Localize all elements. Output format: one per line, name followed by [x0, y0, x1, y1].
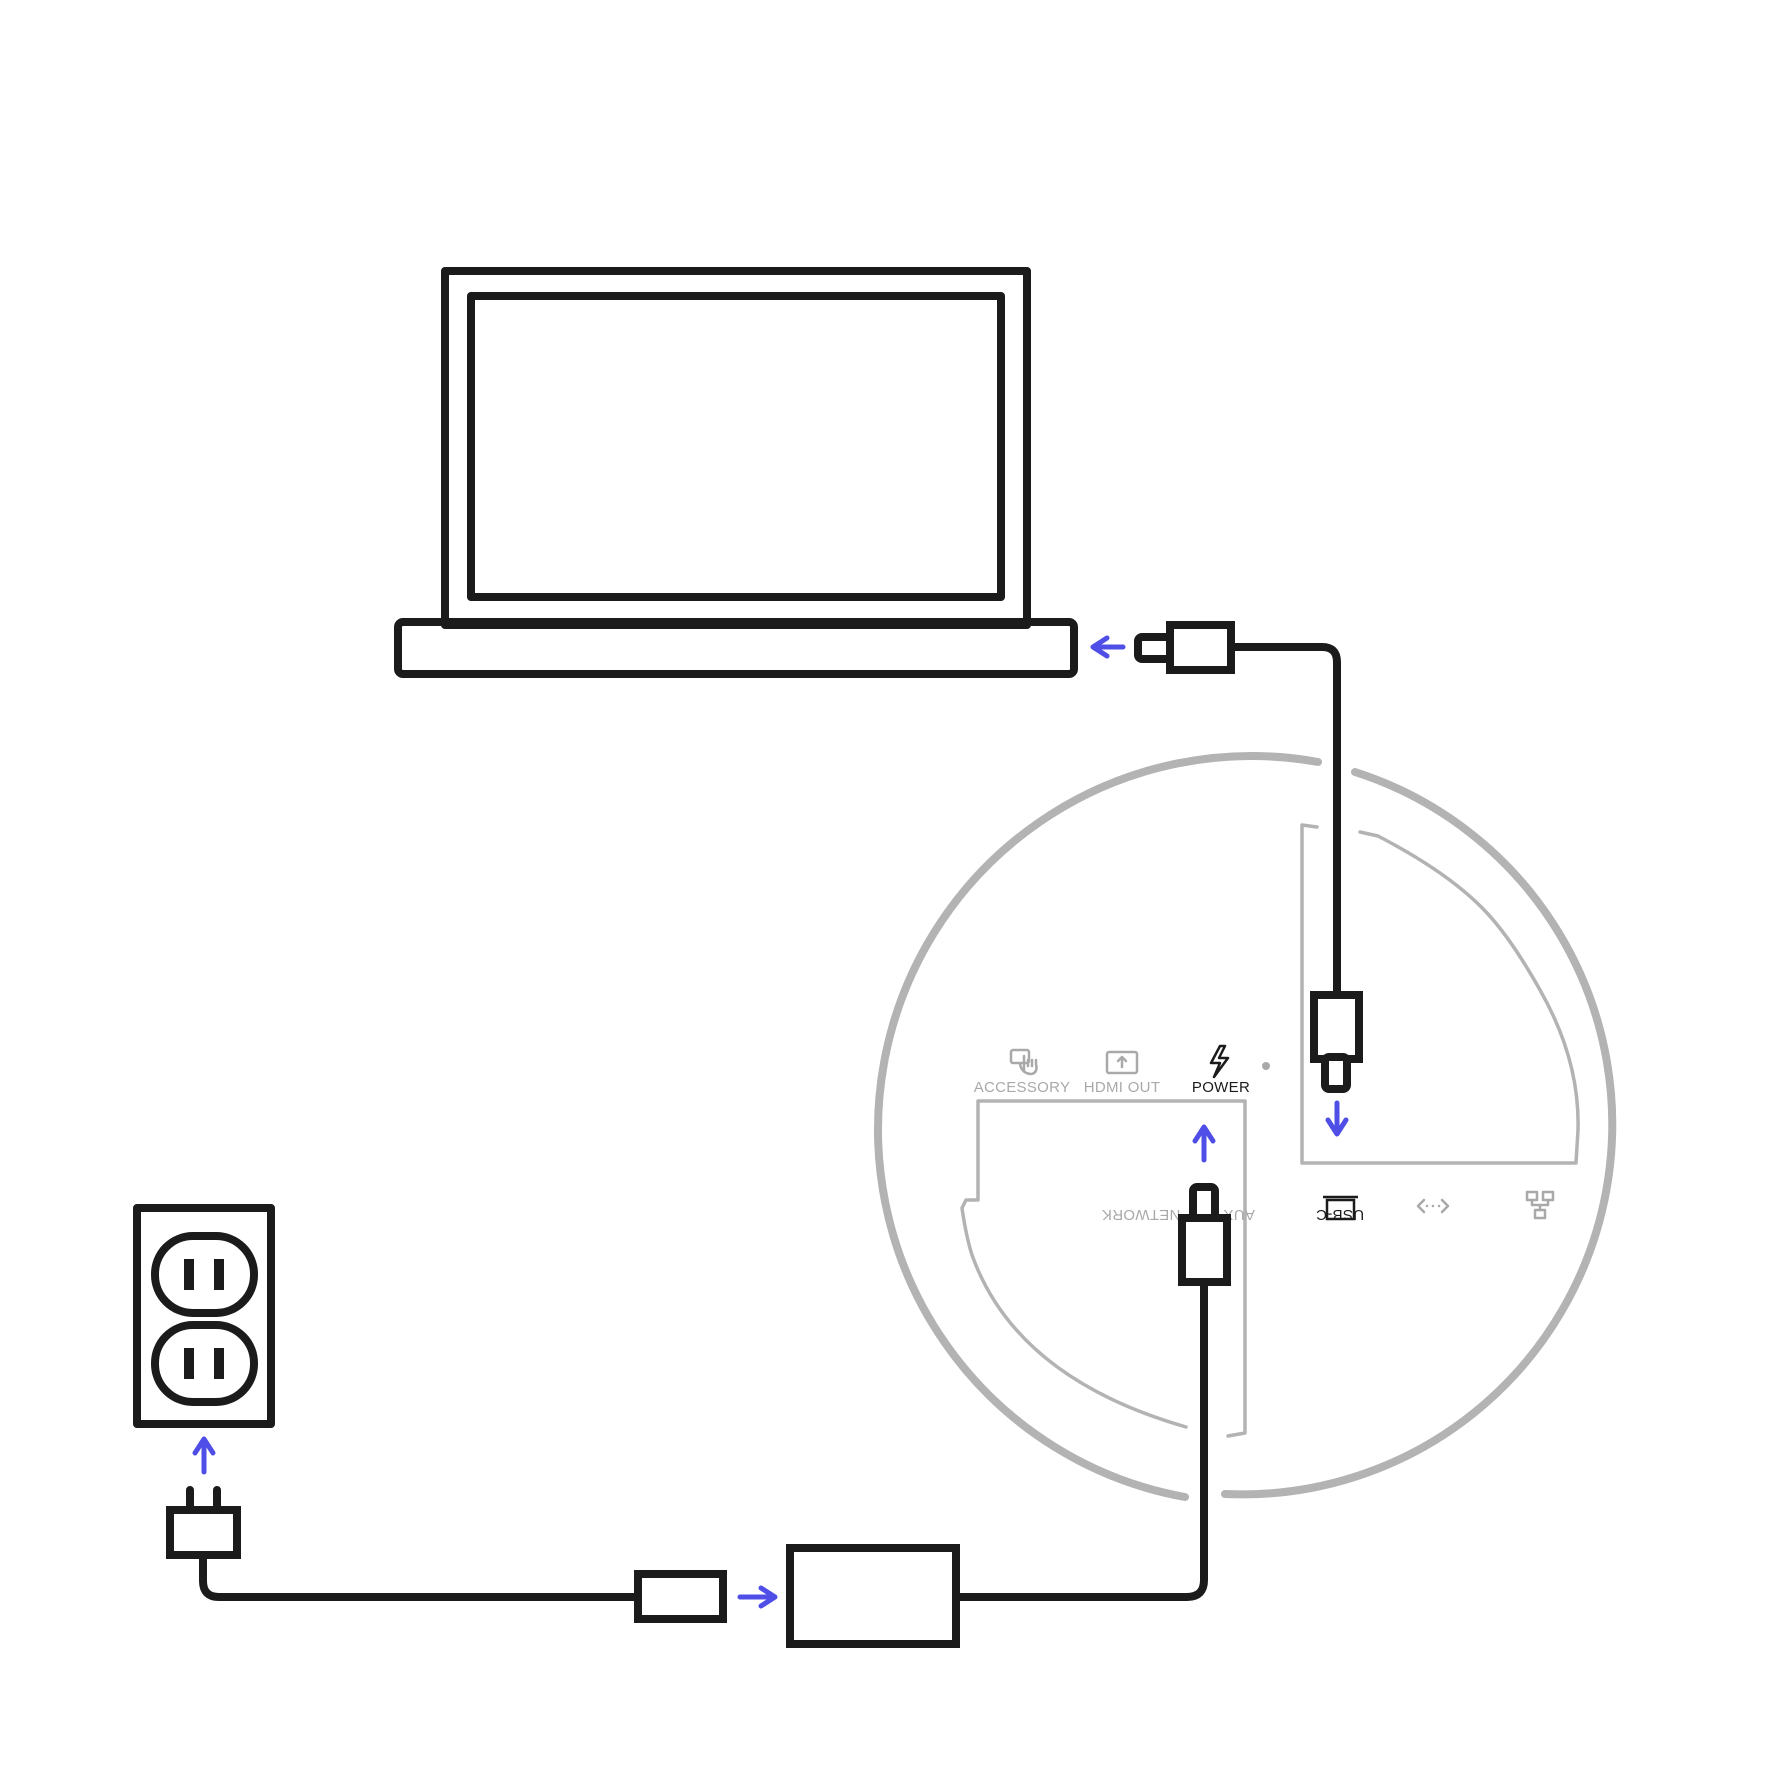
laptop [394, 267, 1078, 678]
power-cable-line [954, 1278, 1208, 1601]
arrow-to-usb-c-port [1325, 1100, 1349, 1137]
network-port-label: NETWORK [1102, 1206, 1181, 1223]
accessory-port-label: ACCESSORY [974, 1079, 1071, 1096]
usb-c-port-label: USB-C [1316, 1206, 1364, 1223]
laptop-screen-frame [441, 267, 1031, 629]
lightning-icon [1209, 1044, 1230, 1079]
outlet-socket-bottom [151, 1321, 258, 1406]
adapter-inline-plug [634, 1570, 727, 1623]
outlet-plate [133, 1204, 275, 1428]
arrow-to-laptop [1090, 635, 1126, 659]
device-back-panel-outline [1300, 823, 1580, 1165]
arrow-to-adapter [737, 1585, 778, 1609]
network-icon [1525, 1190, 1555, 1220]
power-cable-line-left [199, 1551, 642, 1601]
hdmi-out-port-label: HDMI OUT [1084, 1079, 1161, 1096]
laptop-screen [467, 292, 1005, 601]
status-led-dot [1262, 1062, 1270, 1070]
touch-panel-icon [1009, 1048, 1038, 1076]
usb-c-plug-tip-device [1321, 1053, 1351, 1093]
conference-device: ACCESSORY HDMI OUT POWER USB-C AUX NETWO… [874, 752, 1617, 1501]
outlet-slots [184, 1259, 224, 1379]
usb-c-cable [1134, 621, 1341, 999]
power-adapter-brick [786, 1544, 960, 1648]
wall-plug-body [166, 1506, 241, 1559]
device-outer-ring-right [1221, 768, 1617, 1499]
display-out-icon [1105, 1050, 1139, 1075]
outlet-socket-top [151, 1232, 258, 1317]
device-outer-ring [874, 752, 1322, 1501]
aux-arrows-icon [1416, 1198, 1450, 1214]
usb-c-plug-body-laptop [1166, 621, 1235, 674]
wall-plug-prongs [186, 1486, 221, 1514]
device-front-panel-outline [960, 1099, 1247, 1438]
dc-plug-body [1178, 1214, 1231, 1286]
usb-c-port-icon [1323, 1195, 1358, 1221]
wall-outlet [133, 1204, 275, 1428]
arrow-to-outlet [192, 1436, 216, 1475]
usb-c-plug-body-device [1310, 991, 1363, 1063]
usb-c-plug-device [1310, 991, 1363, 1093]
usb-c-cable-line [1227, 643, 1341, 999]
dc-power-plug [1178, 1183, 1231, 1286]
arrow-to-power-port [1192, 1124, 1216, 1163]
power-port-label: POWER [1192, 1079, 1250, 1096]
laptop-base [394, 618, 1078, 678]
aux-port-label: AUX [1223, 1206, 1255, 1223]
wall-plug [166, 1486, 241, 1559]
